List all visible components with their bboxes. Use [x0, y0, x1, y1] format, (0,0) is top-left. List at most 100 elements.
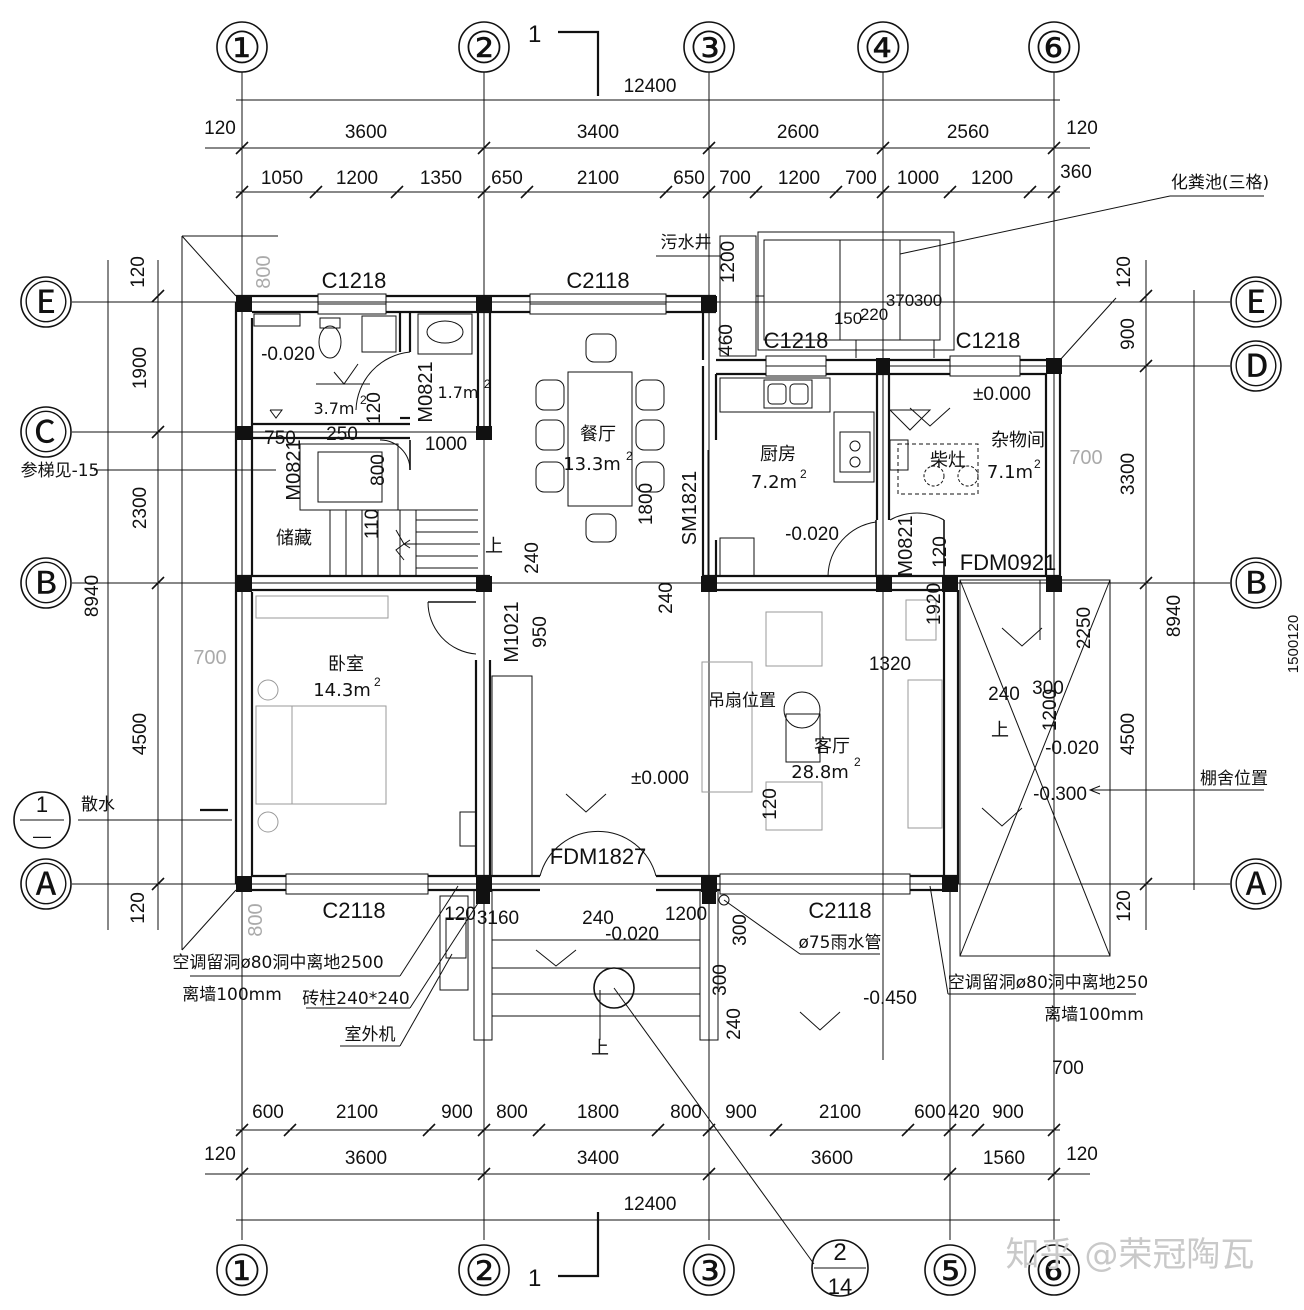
svg-text:800: 800 [368, 454, 389, 486]
dimension-lines-right: 120 900 3300 4500 120 8940 1500120 [1114, 256, 1302, 930]
svg-text:240: 240 [724, 1008, 745, 1040]
sewage-label: 污水井 [661, 233, 712, 253]
axis-label: ① [222, 23, 261, 74]
svg-text:2: 2 [484, 377, 491, 391]
svg-text:-0.020: -0.020 [261, 344, 315, 365]
svg-text:700: 700 [1069, 447, 1102, 469]
svg-text:3400: 3400 [577, 122, 619, 143]
axis-label: ⑥ [1034, 1246, 1073, 1297]
septic-tank [719, 195, 1264, 358]
svg-text:1500120: 1500120 [1285, 615, 1302, 673]
bath1-area: 3.7m [313, 399, 354, 418]
living-room-furniture [491, 599, 943, 877]
svg-text:1000: 1000 [897, 168, 939, 189]
axis-bubbles-bottom: ① ② ③ ⑤ ⑥ [216, 1244, 1080, 1297]
front-porch [439, 889, 719, 1041]
svg-text:950: 950 [530, 616, 551, 648]
watermark: 知乎 @荣冠陶瓦 [1006, 1235, 1255, 1275]
svg-text:800: 800 [496, 1102, 528, 1123]
svg-text:3600: 3600 [811, 1148, 853, 1169]
dining-area: 13.3m [563, 454, 621, 475]
canopy-lines [181, 235, 1117, 951]
svg-text:2: 2 [626, 449, 633, 463]
window-tag: C1218 [956, 328, 1021, 353]
svg-text:800: 800 [245, 903, 267, 936]
svg-text:14: 14 [828, 1274, 852, 1299]
door-tag: SM1821 [679, 471, 701, 546]
axis-bubbles-top: ① ② ③ ④ ⑥ [216, 21, 1080, 74]
axis-label: ⑤ [930, 1246, 969, 1297]
svg-text:1200: 1200 [336, 168, 378, 189]
storeroom-name: 杂物间 [991, 430, 1045, 451]
svg-text:1320: 1320 [869, 654, 911, 675]
window-tag: C2118 [322, 898, 385, 923]
axis-bubbles-right: Ⓔ Ⓓ Ⓑ Ⓐ [1230, 276, 1282, 911]
section-number: 1 [528, 21, 541, 48]
svg-text:650: 650 [673, 168, 705, 189]
axis-label: ③ [689, 23, 728, 74]
axis-label: Ⓑ [24, 559, 68, 610]
svg-text:1200: 1200 [665, 904, 707, 925]
svg-text:700: 700 [719, 168, 751, 189]
living-name: 客厅 [814, 736, 850, 757]
kitchen-area: 7.2m [751, 472, 797, 493]
svg-text:1920: 1920 [924, 583, 945, 625]
svg-text:-0.020: -0.020 [1045, 738, 1099, 759]
structural-columns [236, 296, 1062, 892]
stair-ref: 参梯见-15 [21, 461, 100, 481]
bath2-area: 1.7m [437, 383, 478, 402]
svg-text:-0.450: -0.450 [863, 988, 917, 1009]
svg-text:120: 120 [128, 892, 149, 924]
up-label: 上 [991, 720, 1009, 741]
axis-label: ⑥ [1034, 23, 1073, 74]
rain-pipe-label: ø75雨水管 [798, 933, 881, 953]
bathroom-zone [252, 312, 473, 440]
svg-text:1900: 1900 [130, 347, 151, 389]
window-tag: C1218 [764, 328, 829, 353]
svg-text:4500: 4500 [130, 713, 151, 755]
svg-text:2100: 2100 [819, 1102, 861, 1123]
grey-dimensions: 800 700 700 800 [193, 255, 1102, 936]
svg-text:900: 900 [441, 1102, 473, 1123]
svg-text:120: 120 [204, 118, 236, 139]
svg-text:8940: 8940 [82, 575, 103, 617]
ac-right-line1: 空调留洞ø80洞中离地250 [948, 973, 1148, 993]
svg-text:1200: 1200 [718, 241, 739, 283]
svg-text:1200: 1200 [778, 168, 820, 189]
svg-text:300: 300 [1032, 678, 1064, 699]
axis-label: Ⓒ [24, 408, 68, 459]
svg-text:3600: 3600 [345, 1148, 387, 1169]
svg-text:240: 240 [522, 542, 543, 574]
svg-text:1200: 1200 [971, 168, 1013, 189]
svg-text:700: 700 [1052, 1058, 1084, 1079]
inner-dimensions: 750 250 1000 800 110 120 240 240 950 180… [264, 241, 1095, 1079]
up-label: 上 [591, 1038, 609, 1059]
svg-text:2: 2 [374, 675, 381, 689]
svg-text:1800: 1800 [636, 483, 657, 525]
outdoor-unit-label: 室外机 [345, 1025, 396, 1045]
axis-bubbles-left: Ⓔ Ⓒ Ⓑ Ⓐ [20, 276, 72, 911]
axis-label: Ⓑ [1234, 559, 1278, 610]
axis-label: ③ [689, 1246, 728, 1297]
svg-text:120: 120 [1114, 256, 1135, 288]
axis-label: Ⓓ [1234, 342, 1278, 393]
staircase [299, 439, 480, 576]
svg-text:240: 240 [656, 582, 677, 614]
svg-text:600: 600 [914, 1102, 946, 1123]
living-area: 28.8m [791, 762, 849, 783]
fan-label: 吊扇位置 [708, 691, 776, 711]
dimension-lines-bottom: 600 2100 900 800 1800 800 900 2100 600 4… [204, 1102, 1098, 1221]
door-tag: FDM1827 [550, 844, 647, 869]
svg-text:300: 300 [730, 914, 751, 946]
svg-text:900: 900 [992, 1102, 1024, 1123]
svg-text:-0.020: -0.020 [785, 524, 839, 545]
storeroom-fixtures [889, 409, 979, 576]
svg-text:8940: 8940 [1164, 595, 1185, 637]
svg-text:-0.300: -0.300 [1033, 784, 1087, 805]
section-number: 1 [528, 1265, 541, 1292]
apron-label: 散水 [81, 795, 115, 815]
dim-total-top: 12400 [624, 76, 677, 97]
svg-text:900: 900 [1118, 318, 1139, 350]
bedroom-furniture [255, 595, 477, 847]
svg-text:±0.000: ±0.000 [631, 768, 689, 789]
